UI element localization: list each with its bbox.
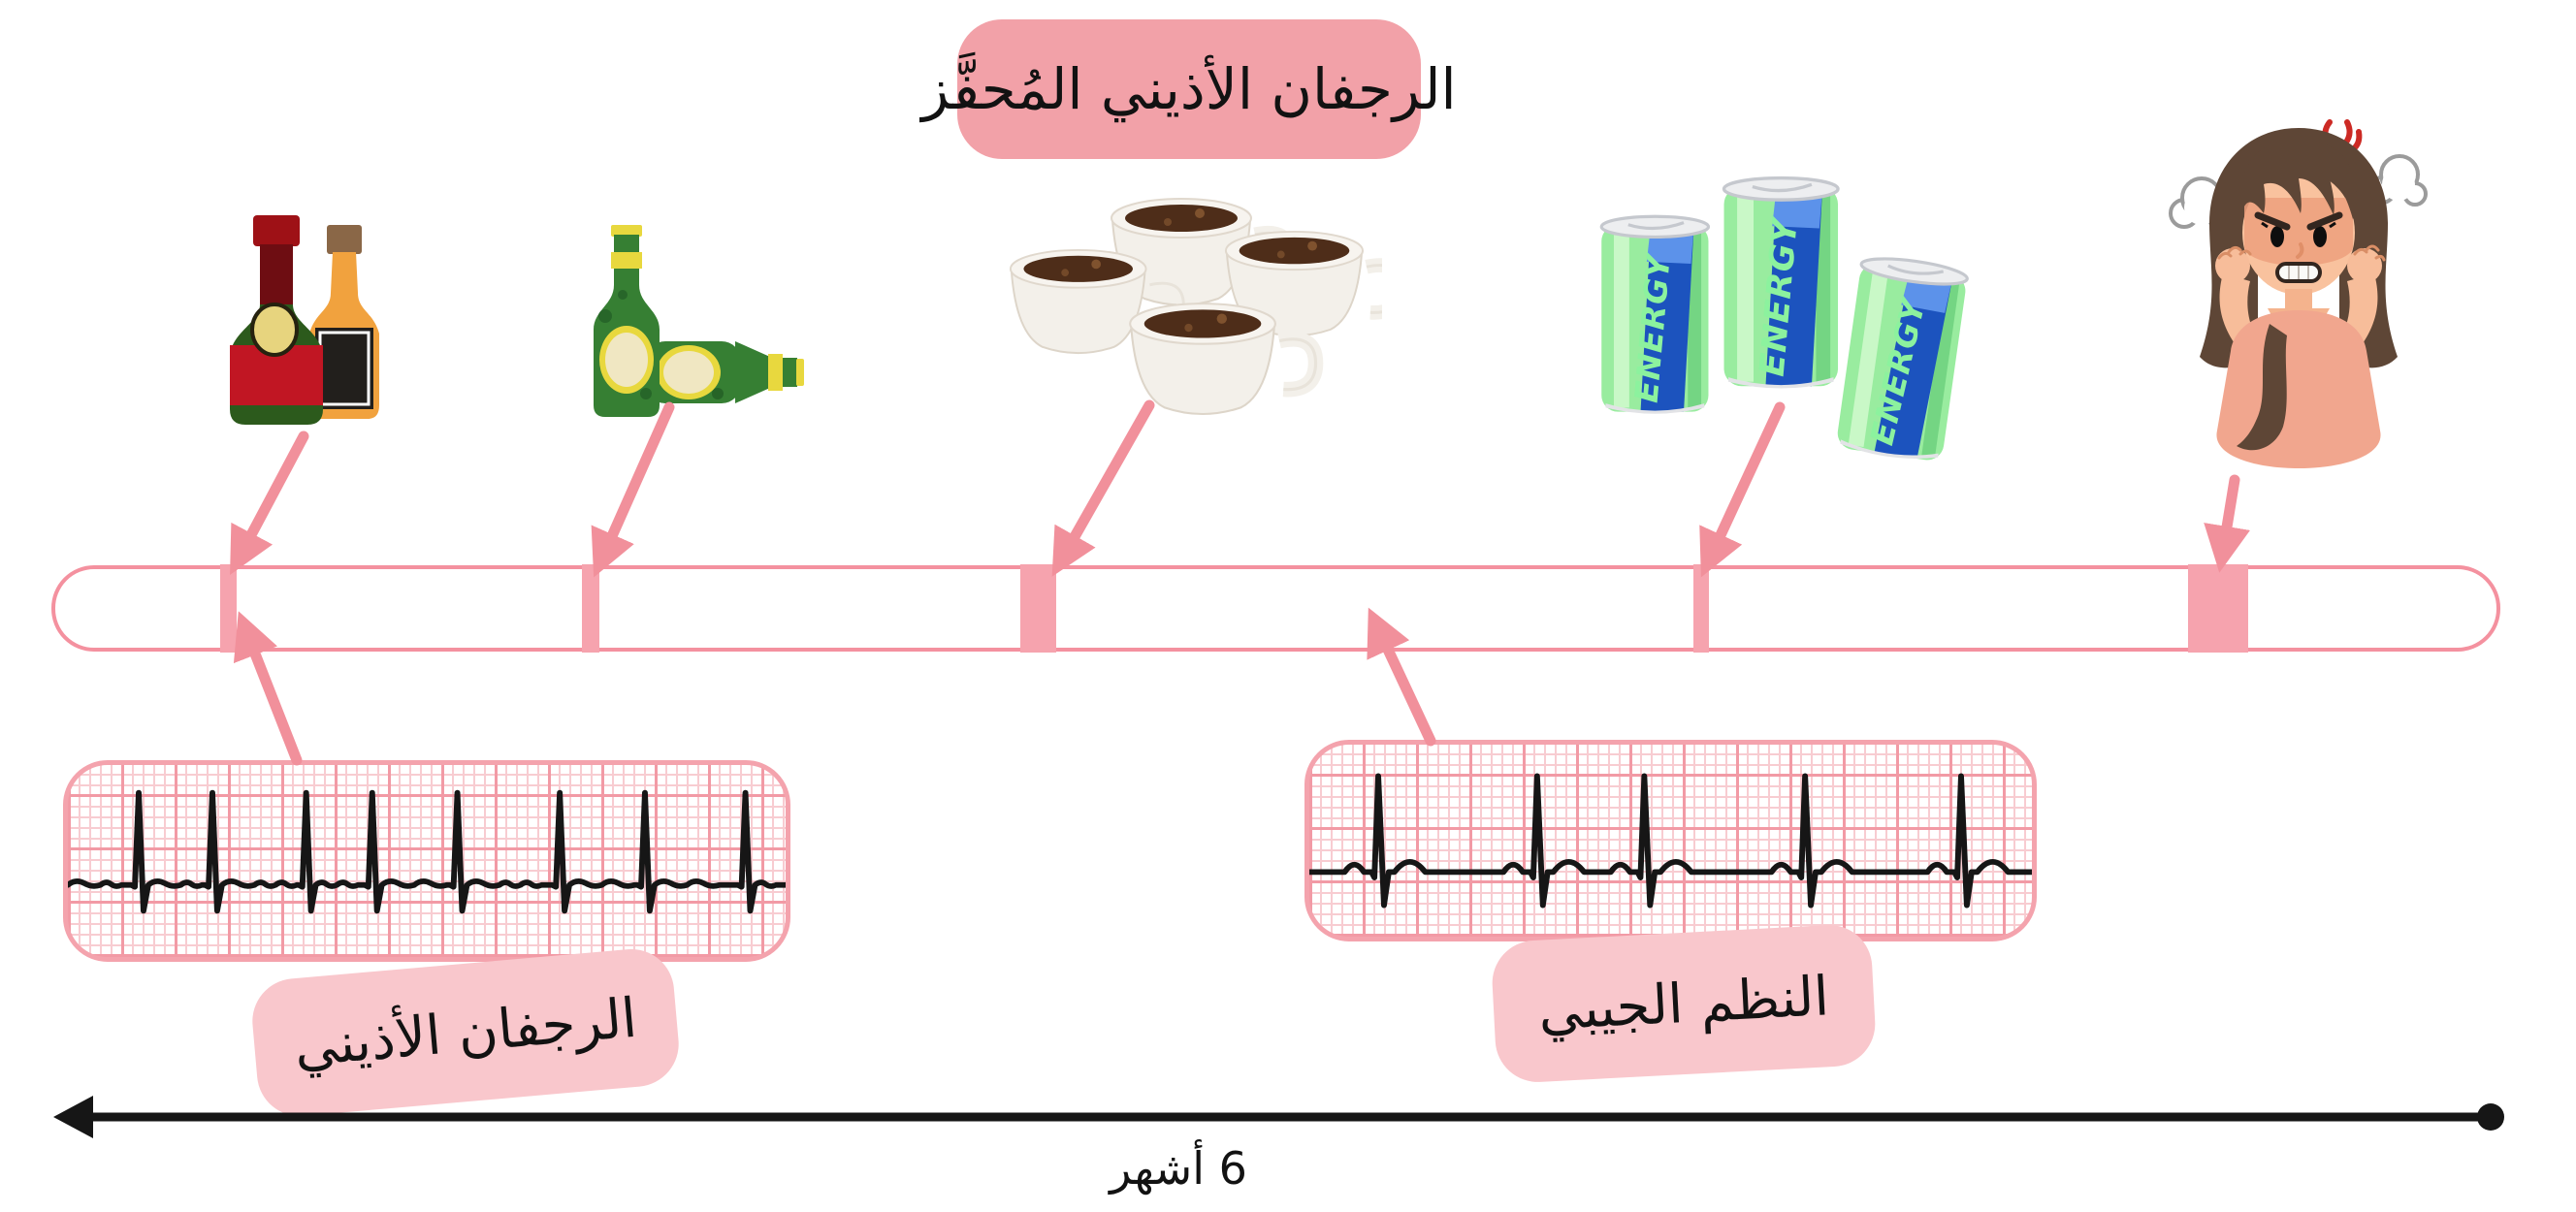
arrow-beer-to-timeline [591,401,675,578]
nose [2296,242,2304,259]
hair-front-lock [2237,324,2287,451]
coffee-cups-icon [1004,192,1382,431]
whiskey-bottle [309,225,379,419]
af-label-box: الرجفان الأذيني [248,945,683,1120]
beer-bottles-icon [594,225,804,417]
timeline-tick-alcohol [220,564,237,653]
timeline-tick-energy [1693,564,1709,653]
ecg-strip-af [63,760,790,962]
gritted-teeth-mouth [2275,262,2322,283]
energy-can [1599,214,1711,416]
arrow-alcohol-to-timeline [230,431,309,575]
ecg-trace-af [68,789,786,914]
timeline-tick-beer [582,564,599,653]
axis-end-dot [2477,1103,2504,1131]
timeline-bar [51,565,2500,652]
sinus-label-box: النظم الجيبي [1490,922,1878,1085]
timeline-tick-anger [2188,564,2248,653]
beer-bottle-standing [594,225,660,417]
axis-left-arrowhead [53,1096,93,1138]
angry-eyebrows [2254,211,2343,231]
alcohol-bottles-icon [230,215,379,425]
af-label: الرجفان الأذيني [291,986,640,1079]
face-shade [2244,198,2353,266]
angry-person-icon [2169,119,2428,468]
timeline-tick-coffee [1020,564,1056,653]
brandy-bottle [230,215,323,425]
energy-can [1722,175,1840,391]
energy-drink-cans-icon: ENERGY [1599,175,1971,466]
steam-puff-right [2367,154,2428,207]
energy-can [1833,252,1971,466]
duration-label: 6 أشهر [1110,1142,1247,1195]
ecg-trace-sinus [1309,773,2032,909]
eyes [2261,221,2336,247]
ecg-strip-sinus [1304,740,2037,941]
beer-bottle-lying [646,341,804,403]
title-box: الرجفان الأذيني المُحفَّز [921,19,1457,159]
page-title: الرجفان الأذيني المُحفَّز [921,56,1457,122]
bangs [2240,140,2357,219]
sinus-label: النظم الجيبي [1536,964,1831,1043]
